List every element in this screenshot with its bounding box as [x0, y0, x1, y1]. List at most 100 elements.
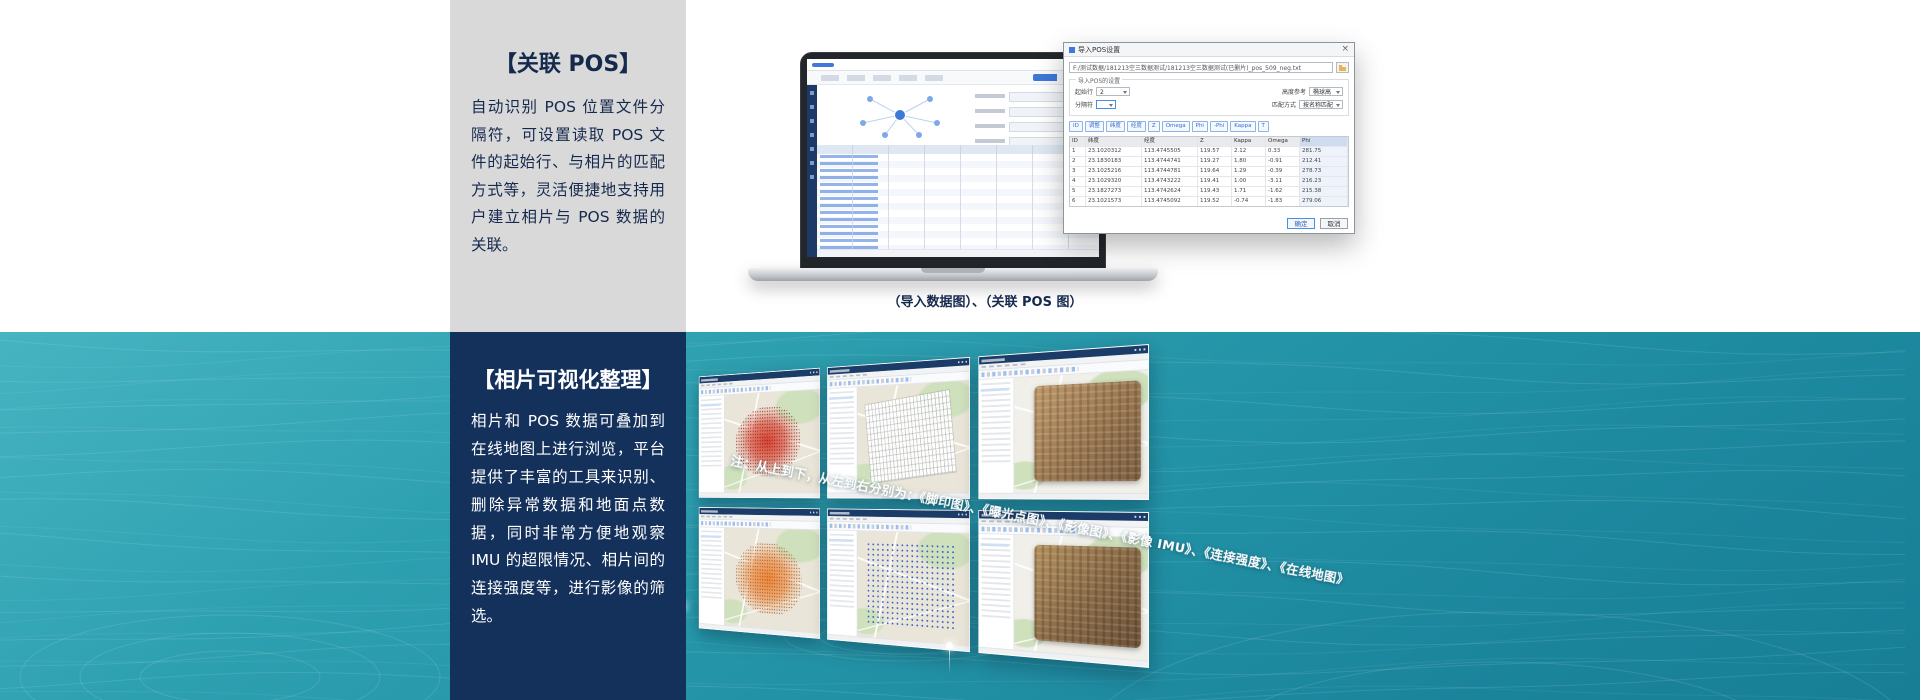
pos-feature-title: 【关联 POS】	[494, 52, 642, 77]
pos-table-cell: Z	[1198, 137, 1232, 146]
column-chip[interactable]: Z	[1147, 121, 1160, 132]
browse-folder-icon[interactable]	[1336, 62, 1349, 73]
bottom-section: 【相片可视化整理】 相片和 POS 数据可叠加到在线地图上进行浏览，平台提供了丰…	[0, 332, 1920, 700]
pos-table-cell: 279.06	[1300, 197, 1348, 206]
height-ref-select[interactable]: 椭球高	[1309, 87, 1343, 96]
close-icon[interactable]: ×	[1341, 44, 1349, 54]
pos-table-cell: -0.91	[1266, 157, 1300, 166]
pos-settings-group: 导入POS的设置 起始行 2 高度参考 椭球高 分隔符	[1069, 76, 1349, 116]
mini-sidebar	[699, 527, 725, 626]
mini-map	[724, 527, 820, 634]
column-chip[interactable]: ID	[1069, 121, 1083, 132]
delimiter-input[interactable]	[1096, 100, 1117, 109]
pos-table-cell: 0.33	[1266, 147, 1300, 156]
column-chip[interactable]: -Phi	[1209, 121, 1229, 132]
map-overlay	[1034, 544, 1141, 649]
dialog-body: F:/测试数据/181213空三数据测试/181213空三数据测试(已删片)_p…	[1064, 57, 1354, 234]
mini-map	[857, 531, 970, 646]
pos-table-cell: 23.1827273	[1086, 187, 1142, 196]
pos-table-cell: 215.38	[1300, 187, 1348, 196]
mini-map	[1014, 534, 1149, 661]
ok-button[interactable]: 确定	[1287, 218, 1315, 229]
pos-table-cell: 113.4744741	[1142, 157, 1198, 166]
column-chip[interactable]: T	[1257, 121, 1269, 132]
dialog-buttons: 确定 取消	[1287, 218, 1348, 229]
pos-table-cell: 6	[1070, 197, 1086, 206]
app-table-rows	[817, 154, 1099, 250]
pos-table-cell: 1.71	[1232, 187, 1266, 196]
pos-file-path-input[interactable]: F:/测试数据/181213空三数据测试/181213空三数据测试(已删片)_p…	[1069, 62, 1333, 73]
column-chip[interactable]: 调整	[1084, 121, 1104, 132]
pos-table-cell: 5	[1070, 187, 1086, 196]
app-form-fields	[975, 92, 1093, 152]
pos-table-cell: ID	[1070, 137, 1086, 146]
mini-sidebar	[979, 377, 1015, 493]
pos-table-cell: 1.80	[1232, 157, 1266, 166]
pos-table-cell: 278.73	[1300, 167, 1348, 176]
group-label: 导入POS的设置	[1076, 76, 1123, 85]
pos-table-cell: 1	[1070, 147, 1086, 156]
height-ref-label: 高度参考	[1281, 89, 1306, 96]
pos-table-cell: 113.4742624	[1142, 187, 1198, 196]
pos-table-cell: -0.74	[1232, 197, 1266, 206]
pos-table-cell: 113.4743222	[1142, 177, 1198, 186]
mini-statusbar	[979, 492, 1149, 499]
delimiter-label: 分隔符	[1075, 102, 1094, 109]
match-mode-label: 匹配方式	[1271, 102, 1296, 109]
pos-table-cell: 119.52	[1198, 197, 1232, 206]
dialog-titlebar: 导入POS设置 ×	[1064, 43, 1354, 57]
column-chip[interactable]: Kappa	[1230, 121, 1256, 132]
dialog-title: 导入POS设置	[1078, 45, 1121, 54]
mini-body	[979, 370, 1149, 493]
pos-table-cell: 23.1020312	[1086, 147, 1142, 156]
column-chip[interactable]: 纬度	[1105, 121, 1125, 132]
column-chip[interactable]: Omega	[1161, 121, 1190, 132]
desktop-app-screenshot	[807, 59, 1099, 257]
mini-sidebar	[827, 530, 858, 637]
pos-table-cell: 113.4745505	[1142, 147, 1198, 156]
start-row-select[interactable]: 2	[1096, 87, 1131, 96]
pos-table-cell: 23.1029320	[1086, 177, 1142, 186]
laptop-screen	[800, 52, 1106, 269]
column-chip[interactable]: 经度	[1126, 121, 1146, 132]
mini-sidebar	[979, 533, 1015, 650]
pos-table-cell: 经度	[1142, 137, 1198, 146]
pos-table-cell: 216.23	[1300, 177, 1348, 186]
mini-sidebar	[699, 395, 725, 493]
figure-caption: （导入数据图）、（关联 POS 图）	[887, 295, 1083, 310]
cancel-button[interactable]: 取消	[1320, 218, 1348, 229]
mini-body	[827, 530, 970, 646]
pos-table-cell: Kappa	[1232, 137, 1266, 146]
app-toolbar	[807, 71, 1099, 85]
pos-table-cell: 2.12	[1232, 147, 1266, 156]
visualization-feature-body: 相片和 POS 数据可叠加到在线地图上进行浏览，平台提供了丰富的工具来识别、删除…	[471, 412, 665, 626]
visualization-feature-title: 【相片可视化整理】	[473, 368, 663, 392]
mini-body	[699, 527, 820, 634]
pos-table-cell: 119.43	[1198, 187, 1232, 196]
screenshot-orange	[698, 507, 821, 640]
pos-table-cell: 纬度	[1086, 137, 1142, 146]
pos-table-cell: 23.1830183	[1086, 157, 1142, 166]
map-pin-icon	[946, 642, 953, 675]
laptop-base	[748, 268, 1158, 281]
node-graph	[860, 96, 940, 138]
match-mode-select[interactable]: 按名称匹配	[1298, 100, 1343, 109]
pos-feature-panel: 【关联 POS】 自动识别 POS 位置文件分隔符，可设置读取 POS 文件的起…	[450, 0, 686, 332]
app-side-rail	[807, 85, 817, 257]
visualization-feature-panel: 【相片可视化整理】 相片和 POS 数据可叠加到在线地图上进行浏览，平台提供了丰…	[450, 332, 686, 700]
pos-table-cell: 2	[1070, 157, 1086, 166]
column-chip[interactable]: Phi	[1191, 121, 1208, 132]
pos-table-cell: -0.39	[1266, 167, 1300, 176]
pos-table-cell: 113.4745092	[1142, 197, 1198, 206]
pos-table-cell: -3.11	[1266, 177, 1300, 186]
map-overlay	[865, 541, 956, 632]
mini-statusbar	[699, 492, 820, 498]
